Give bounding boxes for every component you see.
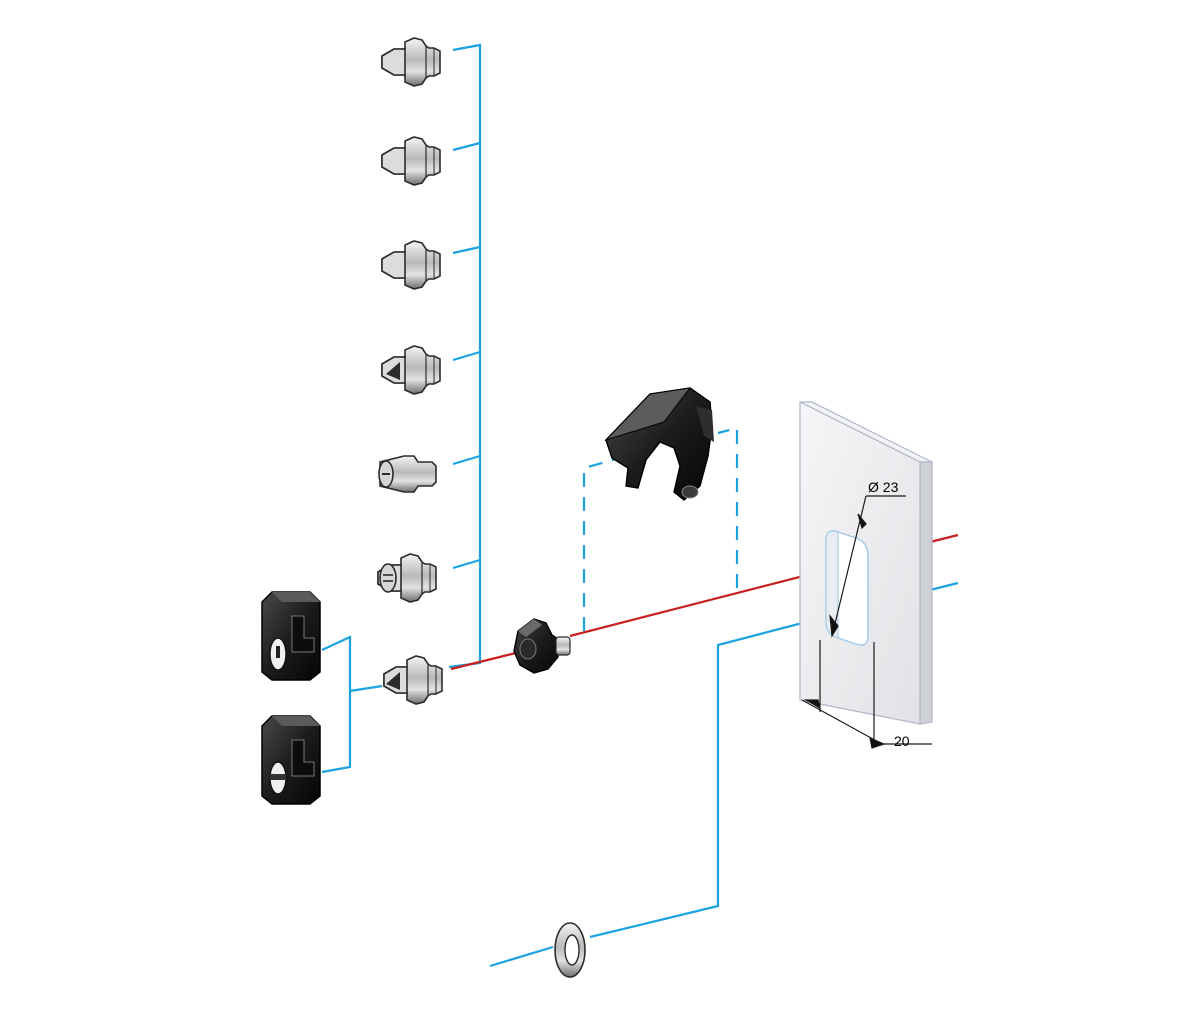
insert-double-bar — [377, 553, 437, 603]
insert-square-2 — [381, 136, 441, 186]
washer-leader — [489, 945, 554, 968]
dimension-width-label: 20 — [894, 733, 910, 749]
insert-square-1 — [381, 37, 441, 87]
handle-adapter — [513, 618, 571, 674]
insert-flat — [378, 455, 437, 493]
key-lock-body — [261, 591, 321, 681]
insert-triangle — [381, 345, 441, 395]
seal-washer — [554, 922, 586, 978]
insert-square-3 — [381, 240, 441, 290]
dimension-diameter-label: Ø 23 — [868, 479, 899, 495]
door-panel — [799, 401, 933, 725]
dimension-lines — [801, 495, 932, 749]
cover-bracket — [604, 387, 714, 501]
lock-body-leader — [321, 635, 352, 774]
cover-dashed-right — [717, 426, 739, 588]
panel-back-leader — [929, 581, 959, 592]
insert-fitted — [383, 655, 443, 705]
cover-dashed-left — [582, 456, 621, 631]
barrel-lock-body — [261, 715, 321, 805]
